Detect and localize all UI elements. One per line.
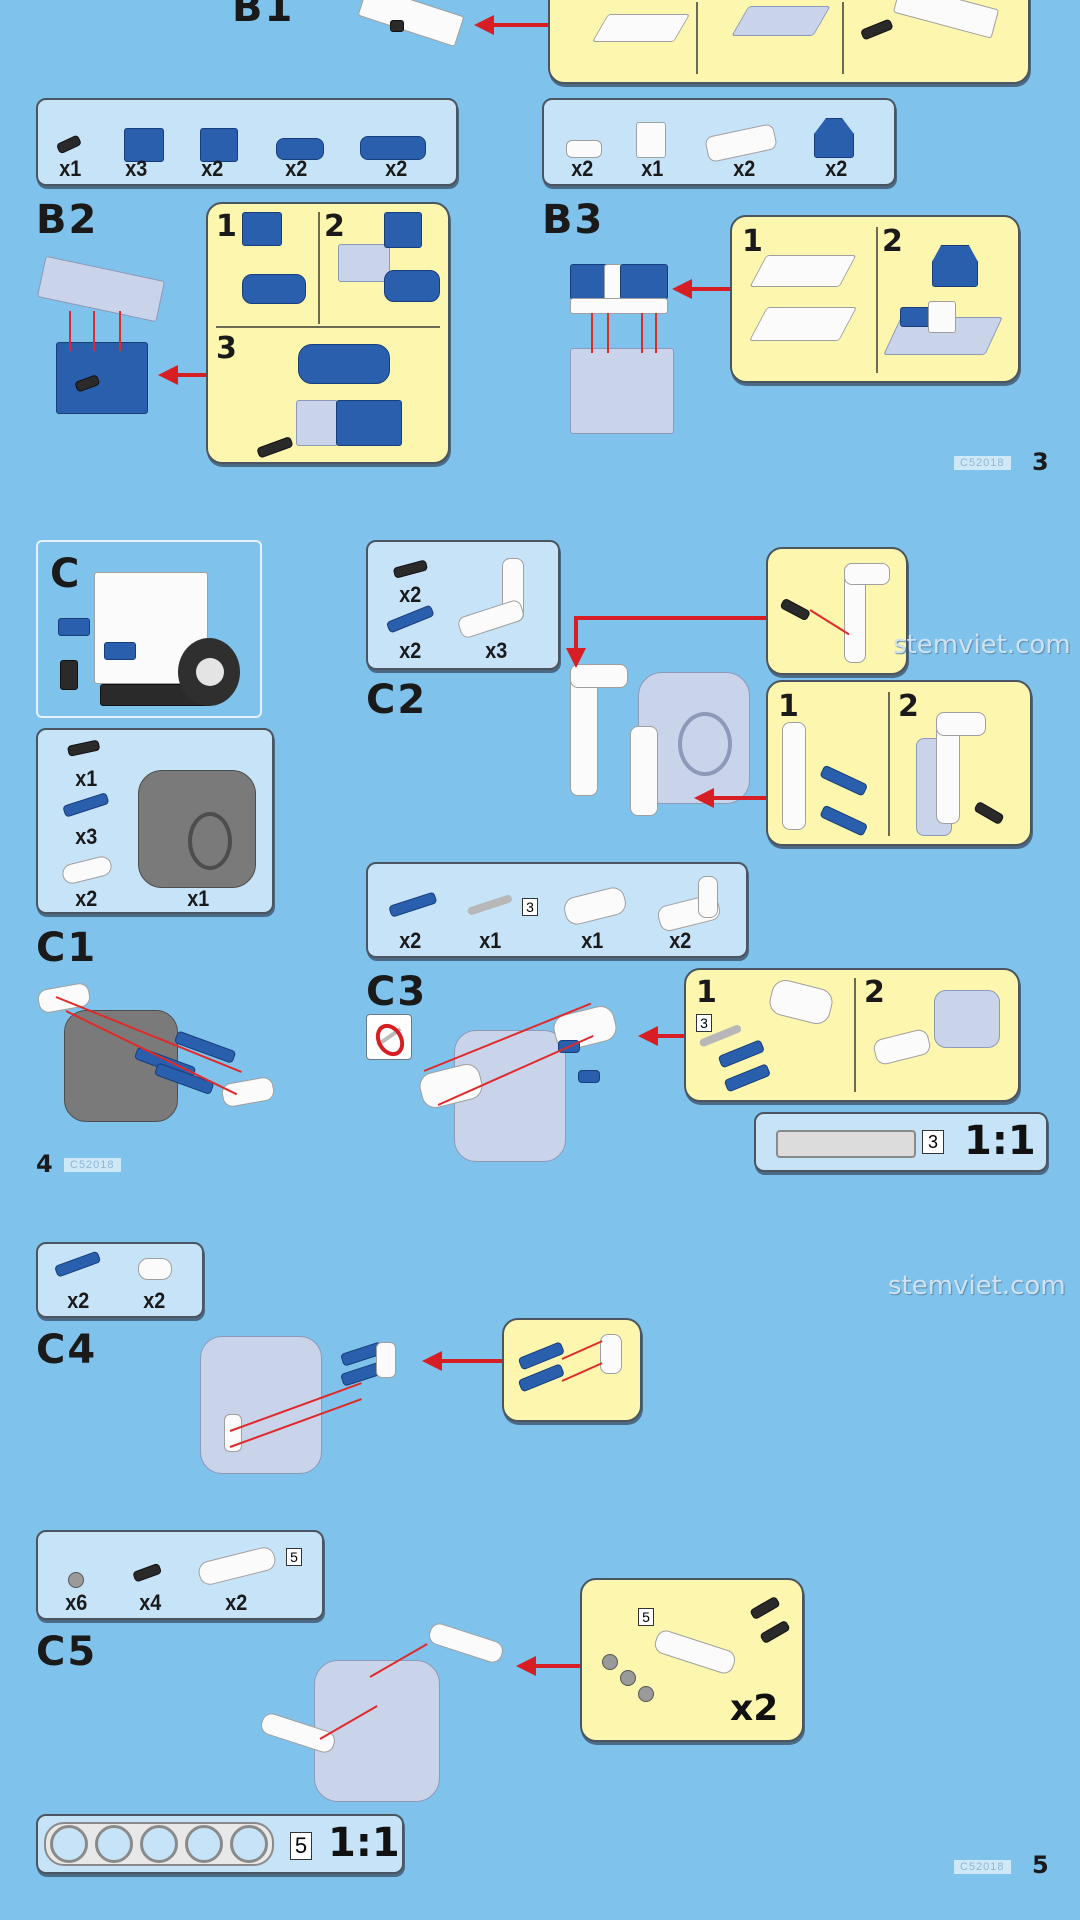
c4-callout-panel <box>502 1318 642 1422</box>
page-number: 3 <box>1032 448 1049 476</box>
c5-callout-panel: 5 x2 <box>580 1578 804 1742</box>
c3-callout-panel: 1 3 2 <box>684 968 1020 1102</box>
length-badge: 3 <box>922 1130 944 1154</box>
part-qty: x2 <box>399 638 422 663</box>
part-qty: x2 <box>201 156 224 181</box>
b3-parts-panel: x2 x1 x2 x2 <box>542 98 896 186</box>
c4-arrow <box>422 1351 502 1371</box>
page-number: 4 <box>36 1150 53 1178</box>
c2-arrow-top <box>576 616 766 620</box>
c2-callout-top <box>766 547 908 675</box>
substep-number: 2 <box>898 689 919 724</box>
length-badge: 5 <box>290 1832 312 1860</box>
page-number: 5 <box>1032 1851 1049 1879</box>
c5-scale-reference: 5 1:1 <box>36 1814 404 1874</box>
length-badge: 3 <box>696 1014 712 1032</box>
step-label-c2: C2 <box>366 677 428 723</box>
c-overview-panel: C <box>36 540 262 718</box>
step-label-c4: C4 <box>36 1327 98 1373</box>
c3-arrow <box>638 1026 684 1046</box>
part-qty: x2 <box>669 928 692 953</box>
part-qty: x1 <box>581 928 604 953</box>
scale-label: 1:1 <box>328 1820 400 1866</box>
part-qty: x2 <box>225 1590 248 1615</box>
part-qty: x2 <box>75 886 98 911</box>
part-qty: x2 <box>571 156 594 181</box>
step-label-b3: B3 <box>542 197 605 243</box>
part-qty: x1 <box>641 156 664 181</box>
step-label-c3: C3 <box>366 969 428 1015</box>
part-qty: x3 <box>125 156 148 181</box>
length-badge: 5 <box>638 1608 654 1626</box>
step-label-c1: C1 <box>36 925 98 971</box>
substep-number: 3 <box>216 331 237 366</box>
part-qty: x2 <box>285 156 308 181</box>
substep-number: 1 <box>778 689 799 724</box>
part-qty: x2 <box>399 928 422 953</box>
scale-label: 1:1 <box>964 1118 1036 1164</box>
c2-callout-bottom: 1 2 <box>766 680 1032 846</box>
part-qty: x1 <box>479 928 502 953</box>
substep-number: 2 <box>882 224 903 259</box>
watermark: stemviet.com <box>893 630 1071 660</box>
c3-parts-panel: x2 3 x1 x1 x2 <box>366 862 748 958</box>
part-qty: x2 <box>399 582 422 607</box>
watermark: stemviet.com <box>888 1271 1066 1301</box>
page-code: C52018 <box>954 1860 1011 1874</box>
step-label-b1: B1 <box>232 0 295 31</box>
substep-number: 2 <box>864 975 885 1010</box>
callout-multiplier: x2 <box>730 1688 779 1729</box>
substep-number: 1 <box>696 975 717 1010</box>
substep-number: 1 <box>216 209 237 244</box>
part-qty: x6 <box>65 1590 88 1615</box>
b2-arrow <box>158 365 206 385</box>
c3-scale-reference: 3 1:1 <box>754 1112 1048 1172</box>
page-code: C52018 <box>64 1158 121 1172</box>
c2-arrow-top-down <box>566 616 586 668</box>
c1-assembly-illustration <box>36 980 296 1130</box>
c2-parts-panel: x2 x2 x3 <box>366 540 560 670</box>
part-qty: x2 <box>733 156 756 181</box>
step-label-b2: B2 <box>36 197 99 243</box>
substep-number: 2 <box>324 209 345 244</box>
b1-callout-panel <box>548 0 1030 84</box>
part-qty: x3 <box>75 824 98 849</box>
b2-parts-panel: x1 x3 x2 x2 x2 <box>36 98 458 186</box>
b1-assembly-illustration <box>350 0 490 60</box>
substep-number: 1 <box>742 224 763 259</box>
part-qty: x1 <box>75 766 98 791</box>
part-qty: x3 <box>485 638 508 663</box>
c1-parts-panel: x1 x3 x2 x1 <box>36 728 274 914</box>
part-qty: x2 <box>385 156 408 181</box>
length-badge: 3 <box>522 898 538 916</box>
step-label-c: C <box>50 551 82 597</box>
part-qty: x1 <box>187 886 210 911</box>
step-label-c5: C5 <box>36 1629 98 1675</box>
page-code: C52018 <box>954 456 1011 470</box>
b3-callout-panel: 1 2 <box>730 215 1020 383</box>
c4-assembly-illustration <box>190 1330 400 1480</box>
b2-callout-panel: 1 2 3 <box>206 202 450 464</box>
part-qty: x4 <box>139 1590 162 1615</box>
c3-assembly-illustration <box>410 1000 630 1170</box>
part-qty: x1 <box>59 156 82 181</box>
part-qty: x2 <box>825 156 848 181</box>
b3-assembly-illustration <box>548 258 678 438</box>
c5-arrow <box>516 1656 580 1676</box>
rotate-model-icon <box>366 1014 412 1062</box>
b2-assembly-illustration <box>36 255 166 422</box>
length-badge: 5 <box>286 1548 302 1566</box>
c4-parts-panel: x2 x2 <box>36 1242 204 1318</box>
part-qty: x2 <box>67 1288 90 1313</box>
b1-arrow <box>474 15 548 35</box>
c5-assembly-illustration <box>258 1620 510 1806</box>
b3-arrow <box>672 279 730 299</box>
part-qty: x2 <box>143 1288 166 1313</box>
c2-arrow-bottom <box>694 788 766 808</box>
c5-parts-panel: 5 x6 x4 x2 <box>36 1530 324 1620</box>
